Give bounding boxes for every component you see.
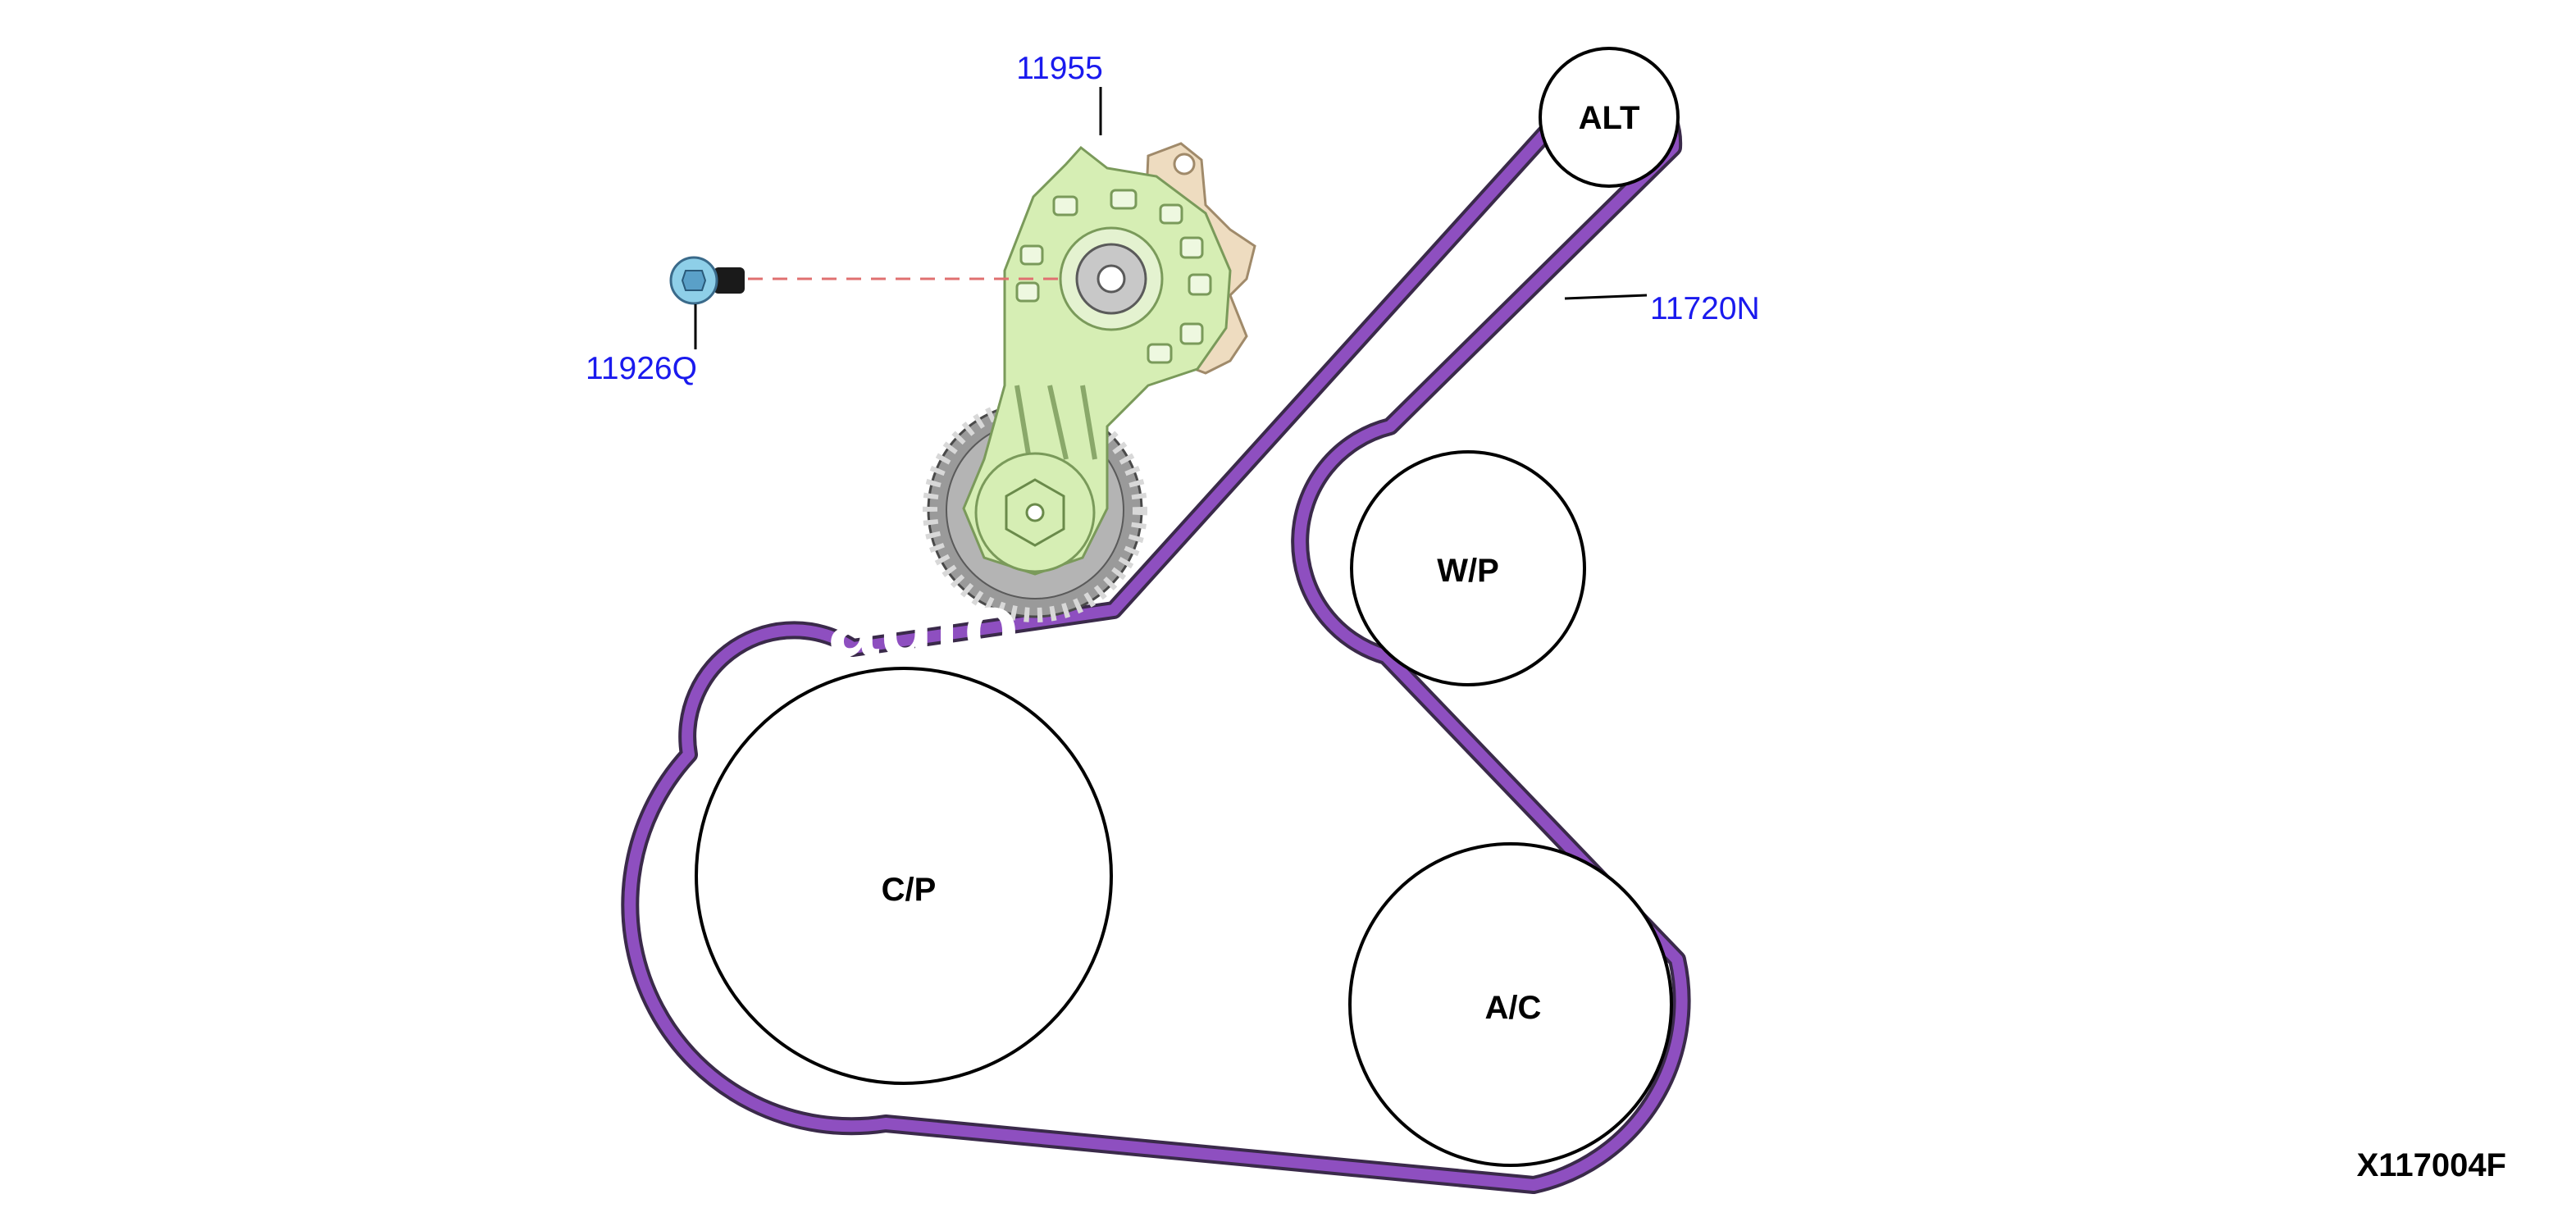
belt-path-fill xyxy=(624,67,1688,1191)
crankshaft-pulley: C/P xyxy=(695,667,1113,1085)
cp-label: C/P xyxy=(882,872,937,908)
belt-tensioner-icon xyxy=(923,142,1256,622)
ac-label: A/C xyxy=(1485,990,1542,1026)
alternator-pulley: ALT xyxy=(1539,47,1680,188)
bolt-icon xyxy=(669,256,745,305)
ac-compressor-pulley: A/C xyxy=(1348,842,1673,1167)
watermark: auto xyxy=(828,575,1019,676)
belt-part-number: 11720N xyxy=(1650,291,1760,326)
belt-leader-line xyxy=(1564,294,1648,300)
drive-belt xyxy=(621,64,1691,1194)
bolt-part-number: 11926Q xyxy=(586,351,697,386)
alt-label: ALT xyxy=(1579,100,1640,136)
water-pump-pulley: W/P xyxy=(1350,450,1586,686)
wp-label: W/P xyxy=(1437,553,1499,589)
figure-id: X117004F xyxy=(2357,1147,2506,1183)
tensioner-part-number: 11955 xyxy=(1016,51,1103,86)
